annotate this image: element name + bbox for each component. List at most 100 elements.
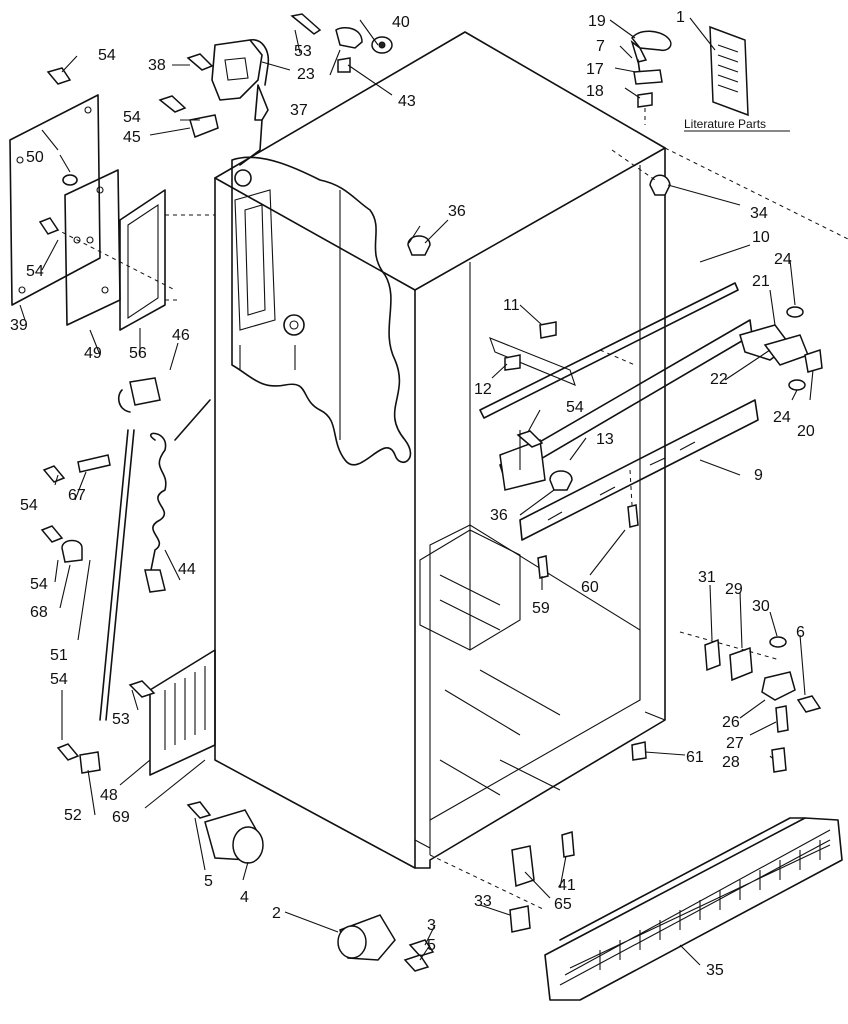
pin-27 (775, 705, 789, 733)
clip-12 (504, 354, 521, 371)
callout-44: 44 (178, 561, 196, 578)
hinge-cap-19 (631, 30, 672, 52)
clip-45 (189, 114, 219, 138)
callout-27: 27 (726, 735, 744, 752)
callout-54-top: 54 (98, 47, 116, 64)
callout-21: 21 (752, 273, 770, 290)
callout-67: 67 (68, 487, 86, 504)
callout-54-clip: 54 (123, 109, 141, 126)
screw-54-clip (158, 95, 187, 113)
washer-24b (788, 379, 806, 391)
callout-53-panel: 53 (112, 711, 130, 728)
callout-19: 19 (588, 13, 606, 30)
screw-54-rail (516, 430, 544, 448)
callout-53-top: 53 (294, 43, 312, 60)
tube-51 (99, 429, 129, 721)
callout-45: 45 (123, 129, 141, 146)
callout-37: 37 (290, 102, 308, 119)
callout-54-panel: 54 (26, 263, 44, 280)
rail-9 (519, 399, 759, 541)
screw-54-52 (56, 743, 80, 761)
callout-54-52: 54 (50, 671, 68, 688)
panel-48 (149, 649, 216, 776)
hinge-17 (633, 69, 663, 85)
callout-26: 26 (722, 714, 740, 731)
callout-4: 4 (240, 889, 249, 906)
callout-9: 9 (754, 467, 763, 484)
rail-10 (479, 282, 739, 419)
screw-53-panel (128, 680, 156, 698)
callout-18: 18 (586, 83, 604, 100)
callout-61: 61 (686, 749, 704, 766)
callout-68: 68 (30, 604, 48, 621)
callout-50: 50 (26, 149, 44, 166)
top-hinge-parts (611, 25, 848, 240)
literature-1 (709, 25, 749, 117)
callout-48: 48 (100, 787, 118, 804)
callout-49: 49 (84, 345, 102, 362)
screw-41 (561, 831, 575, 858)
lower-hinge-parts (631, 631, 822, 773)
callout-2: 2 (272, 905, 281, 922)
screw-20 (804, 348, 823, 373)
clip-67 (77, 454, 111, 473)
plug-34 (649, 174, 671, 196)
cabinet-body (214, 31, 666, 869)
callout-39: 39 (10, 317, 28, 334)
callout-35: 35 (706, 962, 724, 979)
callout-40: 40 (392, 14, 410, 31)
knob-43 (337, 57, 351, 73)
shim-18 (637, 92, 653, 108)
callout-5-left: 5 (204, 873, 213, 890)
callout-5-right: 5 (427, 937, 436, 954)
gasket-56 (119, 189, 166, 331)
callout-23: 23 (297, 66, 315, 83)
part-callouts: 1 19 7 17 18 40 53 23 43 38 37 54 54 45 … (10, 9, 815, 979)
literature-parts-label: Literature Parts (684, 117, 766, 131)
screw-54-67 (42, 465, 66, 483)
callout-43: 43 (398, 93, 416, 110)
callout-33: 33 (474, 893, 492, 910)
callout-28: 28 (722, 754, 740, 771)
callout-1: 1 (676, 9, 685, 26)
callout-10: 10 (752, 229, 770, 246)
leader-lines (19, 17, 814, 966)
screw-5b (403, 954, 430, 972)
top-wiring-parts (38, 13, 393, 235)
bracket-33 (509, 905, 531, 933)
screw-5a (186, 801, 212, 819)
callout-24-bottom: 24 (773, 409, 791, 426)
callout-20: 20 (797, 423, 815, 440)
toe-grille-35 (544, 817, 843, 1001)
left-side-parts (40, 377, 216, 776)
callout-41: 41 (558, 877, 576, 894)
roller-leveler-parts (186, 801, 575, 972)
callout-38: 38 (148, 57, 166, 74)
washer-24a (786, 306, 804, 318)
callout-54-68: 54 (30, 576, 48, 593)
screw-54-68 (40, 525, 64, 543)
callout-69: 69 (112, 809, 130, 826)
screw-6 (796, 695, 822, 713)
callout-12: 12 (474, 381, 492, 398)
callout-54-67: 54 (20, 497, 38, 514)
callout-17: 17 (586, 61, 604, 78)
clip-61 (631, 741, 647, 761)
screw-53-top (290, 13, 322, 35)
callout-34: 34 (750, 205, 768, 222)
plate-29 (729, 646, 753, 682)
callout-31: 31 (698, 569, 716, 586)
screw-3 (408, 939, 435, 957)
callout-36-rail: 36 (490, 507, 508, 524)
shim-31 (704, 638, 721, 672)
clamp-68 (61, 539, 83, 563)
thermostat-23 (335, 27, 363, 49)
plug-36a (407, 235, 431, 256)
callout-30: 30 (752, 598, 770, 615)
callout-7: 7 (596, 38, 605, 55)
bracket-46 (129, 377, 161, 406)
screw-54-panel (38, 217, 60, 235)
screw-28 (771, 747, 787, 773)
callout-52: 52 (64, 807, 82, 824)
